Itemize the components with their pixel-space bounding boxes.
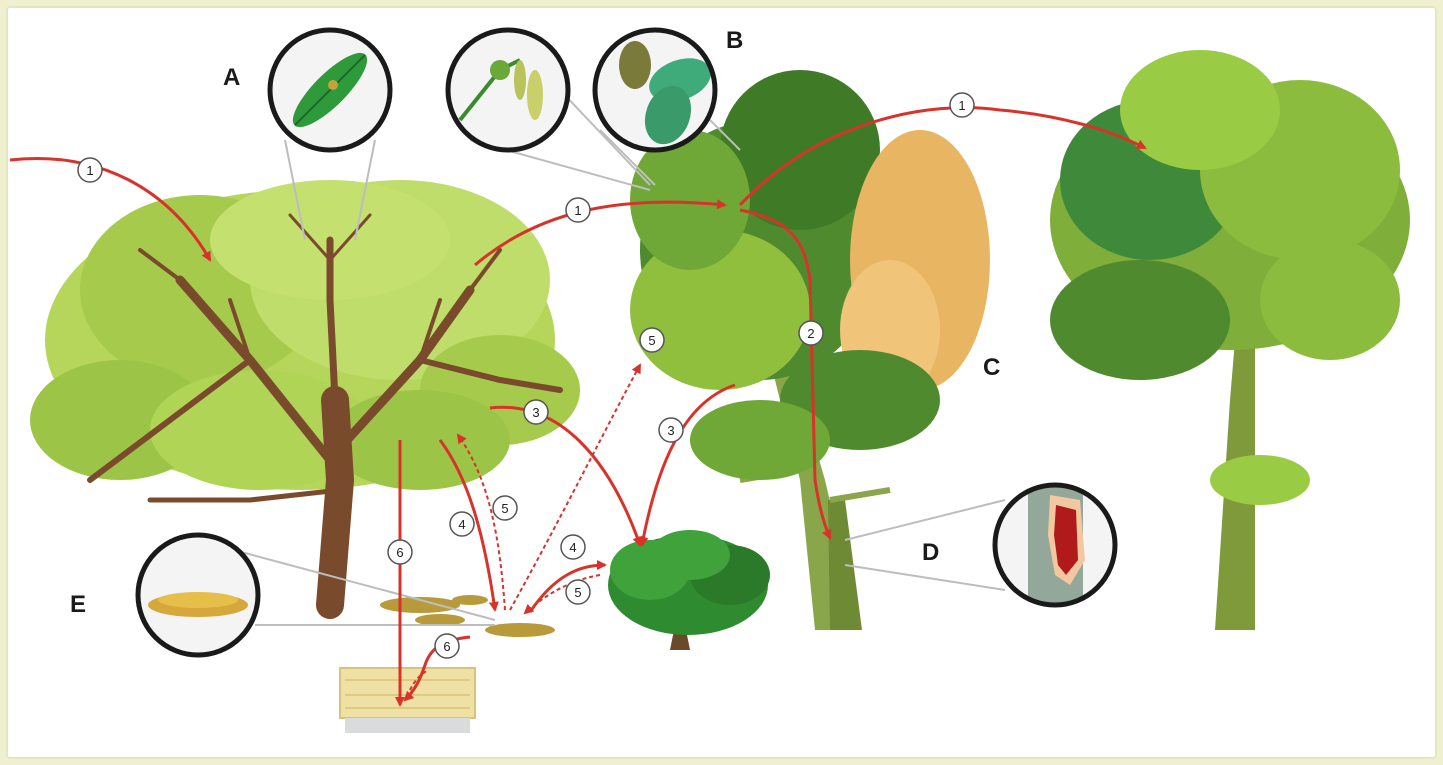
svg-text:5: 5 <box>574 585 581 600</box>
label-d: D <box>922 539 939 566</box>
step-badge: 1 <box>566 198 590 222</box>
svg-text:4: 4 <box>569 540 576 555</box>
step-badge: 4 <box>561 535 585 559</box>
svg-text:4: 4 <box>458 517 465 532</box>
step-badge: 6 <box>435 634 459 658</box>
magnifier-d <box>995 480 1115 610</box>
svg-text:5: 5 <box>501 501 508 516</box>
svg-text:5: 5 <box>648 333 655 348</box>
label-b: B <box>726 27 743 54</box>
magnifier-e <box>138 535 258 655</box>
step-badge: 6 <box>388 540 412 564</box>
step-badge: 3 <box>659 418 683 442</box>
step-badge: 3 <box>524 400 548 424</box>
bark-canker-icon <box>1028 480 1085 610</box>
magnifier-b1 <box>448 30 568 150</box>
step-badge: 4 <box>450 512 474 536</box>
svg-text:6: 6 <box>443 639 450 654</box>
magnifier-a <box>270 30 390 150</box>
svg-text:1: 1 <box>958 98 965 113</box>
step-badge: 5 <box>493 496 517 520</box>
magnifier-b2 <box>595 30 717 151</box>
label-e: E <box>70 591 86 618</box>
label-c: C <box>983 354 1000 381</box>
step-badge: 1 <box>78 158 102 182</box>
shrub <box>608 530 770 650</box>
svg-text:3: 3 <box>532 405 539 420</box>
step-badge: 2 <box>799 321 823 345</box>
soil-block <box>340 668 475 733</box>
svg-text:3: 3 <box>667 423 674 438</box>
step-badge: 5 <box>640 328 664 352</box>
left-tree-canopy <box>30 180 580 490</box>
leaf-litter <box>380 595 555 637</box>
svg-text:1: 1 <box>574 203 581 218</box>
step-badge: 1 <box>950 93 974 117</box>
svg-text:6: 6 <box>396 545 403 560</box>
step-badge: 5 <box>566 580 590 604</box>
left-tree <box>30 180 580 605</box>
svg-text:1: 1 <box>86 163 93 178</box>
svg-text:2: 2 <box>807 326 814 341</box>
label-a: A <box>223 64 240 91</box>
